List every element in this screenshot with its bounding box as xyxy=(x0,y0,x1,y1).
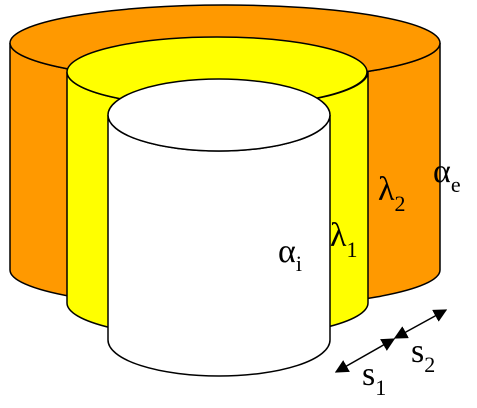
s2-thickness-arrow xyxy=(393,309,448,339)
label-alpha-i: αi xyxy=(278,233,302,276)
label-lambda-2: λ2 xyxy=(378,171,406,216)
inner-cylinder-body xyxy=(107,114,331,377)
s1-thickness-arrow xyxy=(334,338,396,373)
inner-cylinder xyxy=(107,78,331,377)
label-s-1: s1 xyxy=(362,356,386,400)
label-lambda-1: λ1 xyxy=(330,217,358,262)
label-alpha-e: αe xyxy=(433,153,461,197)
inner-cylinder-top xyxy=(107,78,331,152)
label-s-2: s2 xyxy=(411,333,435,377)
